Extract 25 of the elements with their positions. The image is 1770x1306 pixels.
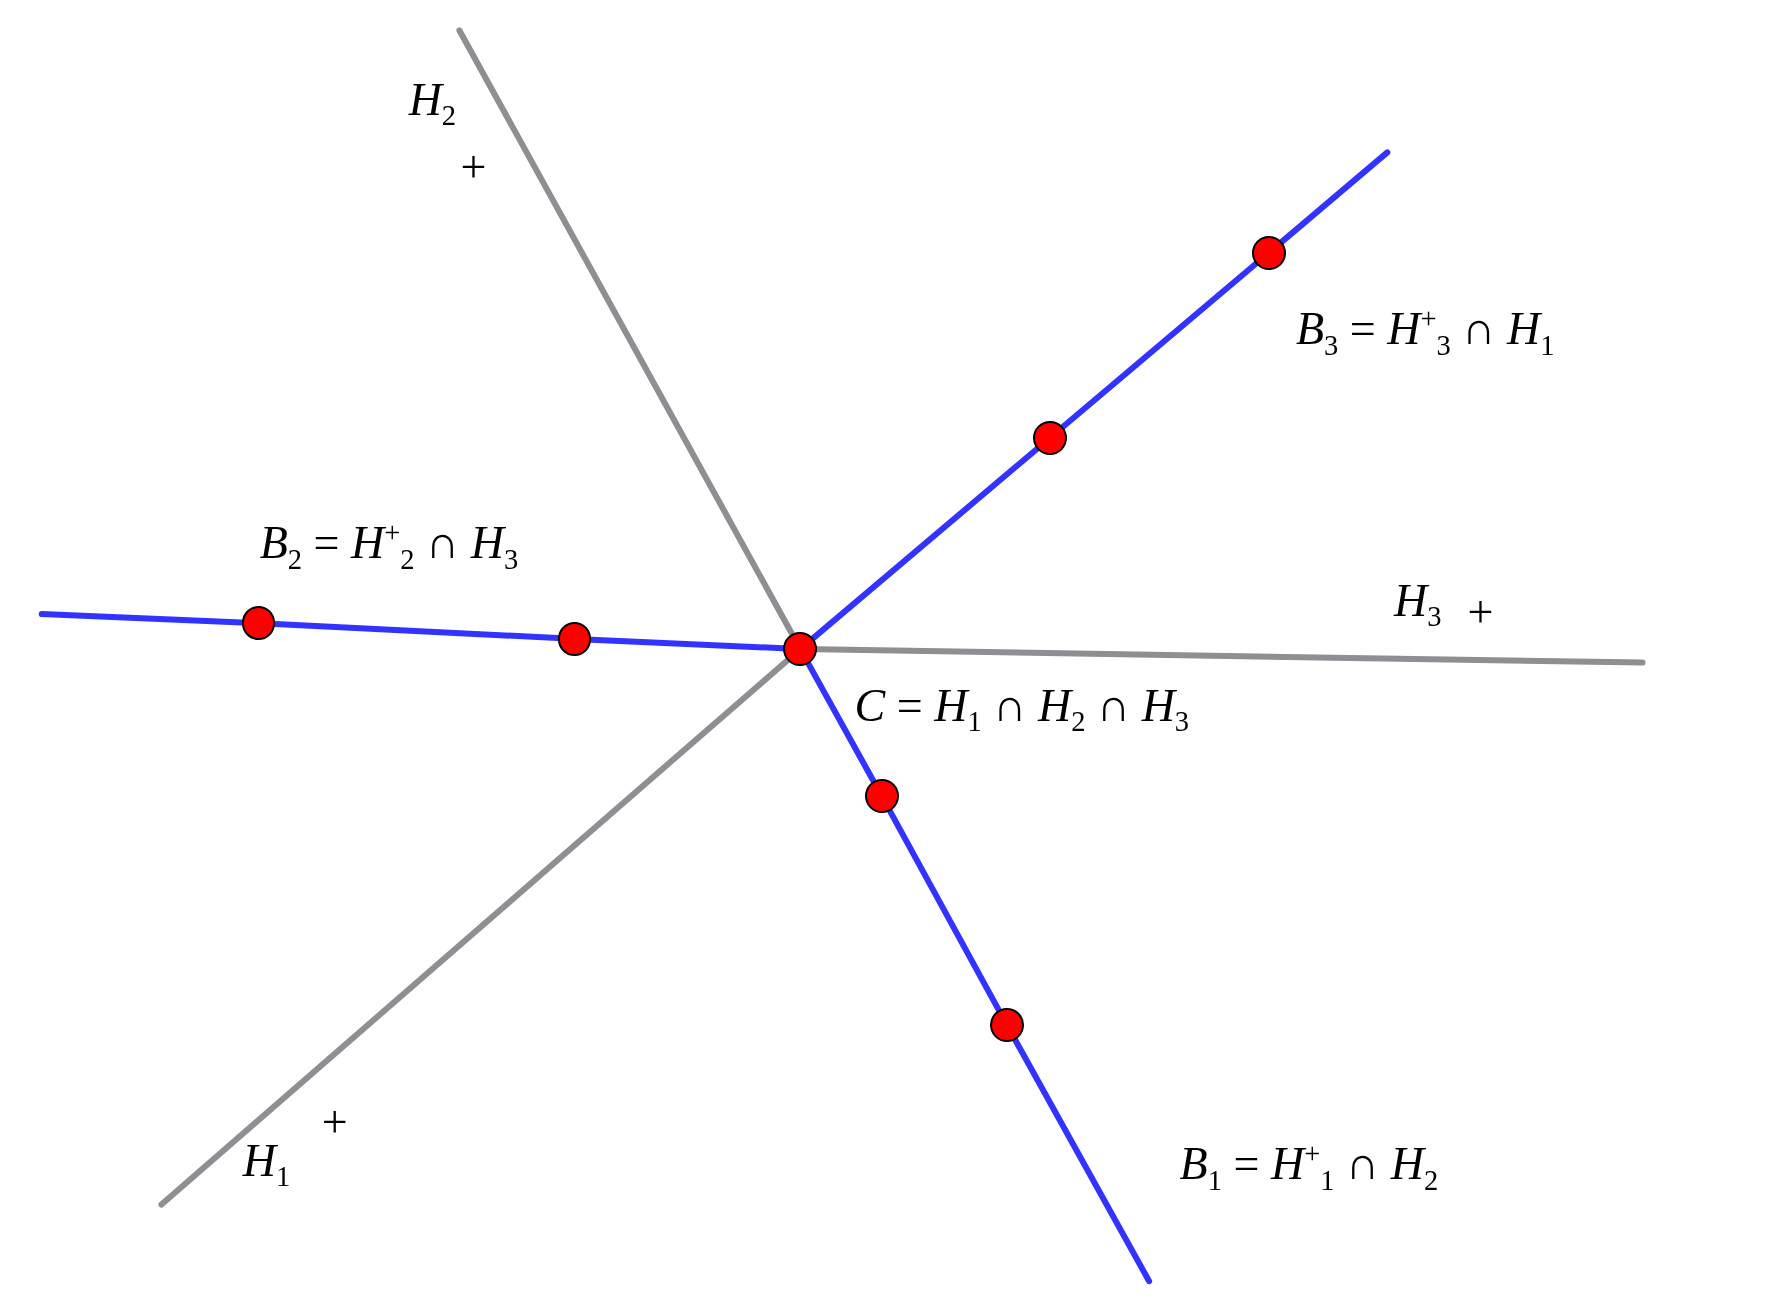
math-label: H$_{2}$ (408, 74, 457, 132)
line-segment (810, 445, 1040, 642)
line-segment (456, 27, 796, 638)
point-marker (241, 606, 276, 641)
line-segment (1278, 149, 1391, 245)
math-label: + (460, 142, 487, 193)
line-segment (805, 660, 877, 784)
math-label: H$_{3}$ (1394, 575, 1442, 633)
math-label: B$_{2}$ = H$^{+}$$_{2}$ ∩ H$_{3}$ (259, 517, 519, 575)
point-marker (783, 632, 818, 666)
point-marker (864, 778, 899, 813)
point-marker (557, 621, 592, 656)
math-label: B$_{1}$ = H$^{+}$$_{1}$ ∩ H$_{2}$ (1179, 1137, 1439, 1196)
line-segment (1059, 260, 1259, 431)
point-marker (1032, 421, 1067, 455)
math-label: C = H$_{1}$ ∩ H$_{2}$ ∩ H$_{3}$ (854, 680, 1190, 738)
line-segment (886, 807, 1002, 1014)
math-label: H$_{1}$ (242, 1135, 291, 1193)
math-label: + (321, 1097, 348, 1148)
point-marker (1251, 235, 1286, 270)
point-marker (989, 1008, 1024, 1042)
line-segment (1012, 1036, 1153, 1285)
line-segment (158, 657, 791, 1208)
math-label: B$_{3}$ = H$^{+}$$_{3}$ ∩ H$_{1}$ (1295, 302, 1555, 361)
math-label: + (1467, 587, 1494, 638)
